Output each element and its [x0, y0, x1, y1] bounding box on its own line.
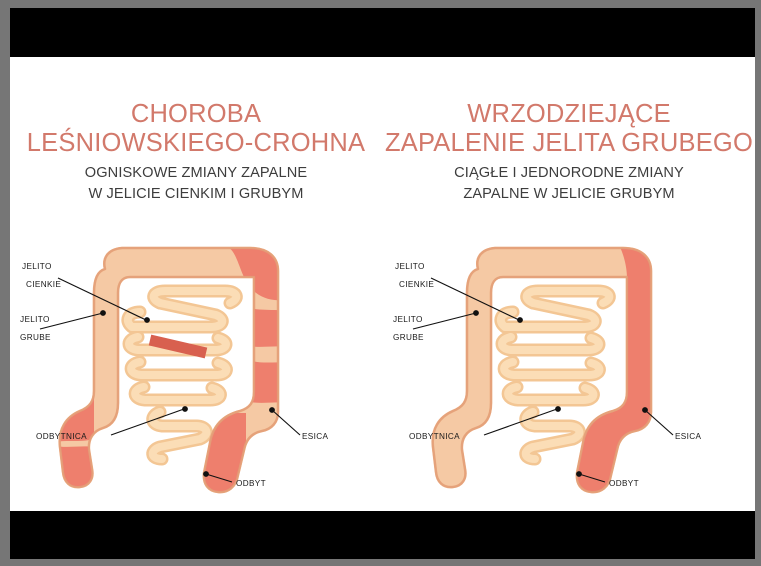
crohn-small-intestine-lesion	[148, 334, 208, 359]
crohn-label-large-intestine-line1: JELITO	[20, 315, 50, 324]
letterbox-bottom-bar	[10, 511, 755, 559]
crohn-lesion-cecum-tail	[59, 445, 94, 493]
slide-viewer: CHOROBA LEŚNIOWSKIEGO-CROHNA OGNISKOWE Z…	[10, 8, 755, 559]
uc-label-large-intestine-line2: GRUBE	[393, 333, 424, 342]
uc-label-small-intestine-line1: JELITO	[395, 262, 425, 271]
panel-uc-subtitle-line2: ZAPALNE W JELICIE GRUBYM	[463, 185, 675, 202]
crohn-label-sigmoid: ESICA	[302, 432, 329, 441]
uc-leader-lines	[412, 277, 674, 483]
uc-leader-dots	[473, 310, 648, 477]
crohn-small-intestine	[121, 284, 243, 466]
crohn-label-anus: ODBYT	[236, 479, 266, 488]
panel-uc-title: WRZODZIEJĄCE ZAPALENIE JELITA GRUBEGO	[383, 100, 755, 158]
slide-canvas: CHOROBA LEŚNIOWSKIEGO-CROHNA OGNISKOWE Z…	[10, 57, 755, 511]
uc-label-anus: ODBYT	[609, 479, 639, 488]
uc-label-small-intestine-line2: CIENKIE	[399, 280, 434, 289]
uc-small-intestine	[494, 284, 616, 466]
uc-intestine-diagram: JELITO CIENKIE JELITO GRUBE ODBYTNICA ES…	[383, 207, 755, 507]
letterbox-top-bar	[10, 8, 755, 57]
crohn-lesion-descending-2	[246, 359, 278, 403]
crohn-label-small-intestine-line2: CIENKIE	[26, 280, 61, 289]
crohn-lesion-descending-1	[246, 307, 278, 347]
panel-crohn-title-line1: CHOROBA	[130, 100, 262, 128]
crohn-colon-outline	[58, 246, 280, 494]
crohn-leader-dots	[100, 310, 275, 477]
crohn-label-large-intestine-line2: GRUBE	[20, 333, 51, 342]
panel-crohn-subtitle: OGNISKOWE ZMIANY ZAPALNE W JELICIE CIENK…	[10, 163, 382, 204]
panel-crohn-subtitle-line1: OGNISKOWE ZMIANY ZAPALNE	[84, 165, 308, 181]
panel-uc-subtitle: CIĄGŁE I JEDNORODNE ZMIANY ZAPALNE W JEL…	[383, 163, 755, 204]
uc-colon-outline	[431, 246, 653, 494]
panel-ulcerative-colitis: WRZODZIEJĄCE ZAPALENIE JELITA GRUBEGO CI…	[383, 57, 755, 511]
crohn-leader-lines	[39, 277, 301, 483]
uc-label-large-intestine-line1: JELITO	[393, 315, 423, 324]
panel-crohn-title: CHOROBA LEŚNIOWSKIEGO-CROHNA	[10, 100, 382, 158]
panel-crohn-title-line2: LEŚNIOWSKIEGO-CROHNA	[26, 129, 366, 157]
uc-label-sigmoid: ESICA	[675, 432, 702, 441]
uc-label-rectum: ODBYTNICA	[409, 432, 460, 441]
panel-crohn-disease: CHOROBA LEŚNIOWSKIEGO-CROHNA OGNISKOWE Z…	[10, 57, 382, 511]
crohn-label-small-intestine-line1: JELITO	[22, 262, 52, 271]
panel-uc-title-line2: ZAPALENIE JELITA GRUBEGO	[384, 129, 754, 157]
panel-crohn-subtitle-line2: W JELICIE CIENKIM I GRUBYM	[88, 185, 304, 202]
panel-uc-title-line1: WRZODZIEJĄCE	[467, 100, 671, 128]
crohn-label-rectum: ODBYTNICA	[36, 432, 87, 441]
crohn-intestine-diagram: JELITO CIENKIE JELITO GRUBE ODBYTNICA ES…	[10, 207, 382, 507]
panel-uc-subtitle-line1: CIĄGŁE I JEDNORODNE ZMIANY	[454, 165, 684, 181]
